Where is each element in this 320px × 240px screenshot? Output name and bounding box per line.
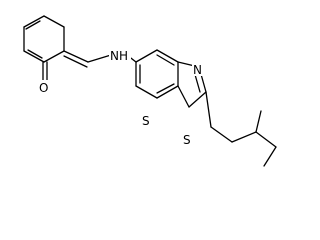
bond [156,85,179,99]
atom-labels: O N H N S S [38,48,204,147]
thioether-sulfur-label: S [183,133,191,147]
bond [231,131,257,143]
bond [156,49,179,63]
bond [263,146,277,167]
bond [23,15,45,28]
bond [188,91,207,108]
thiazole-sulfur-label: S [142,114,150,128]
bond [255,110,262,133]
cyclohexadienone-ring [23,15,65,63]
bond [156,83,175,94]
bond [27,49,43,59]
bond [135,85,158,99]
chemical-structure-diagram: O N H N S S [23,15,277,167]
bond [135,49,158,63]
bond [87,54,112,63]
bond [63,55,88,68]
bond [23,50,45,63]
bond [156,54,175,66]
bond [205,91,212,128]
isopentylthio-chain [205,91,277,167]
benzene-ring [135,49,179,99]
amine-hydrogen-label: H [119,49,128,63]
bond [177,85,190,108]
amine-nitrogen-label: N [110,49,119,63]
oxygen-atom-label: O [39,81,48,95]
bond [25,20,41,30]
bond [43,15,65,28]
bond [63,50,89,63]
bond [210,126,233,143]
bond [43,50,65,63]
thiazole-nitrogen-label: N [193,63,202,77]
carbonyl-group [42,61,48,81]
bond [255,131,277,148]
